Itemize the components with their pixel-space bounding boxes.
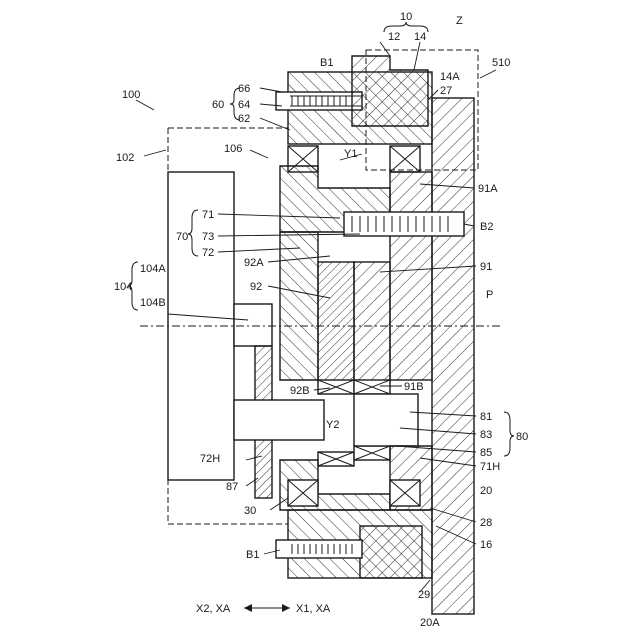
label-b1-top: B1 (320, 57, 333, 69)
bolt-b1-top (276, 92, 362, 110)
label-66: 66 (238, 83, 250, 95)
motor-shaft-104b (234, 304, 272, 346)
label-dir-right: X1, XA (296, 603, 331, 615)
label-b1-bottom: B1 (246, 549, 259, 561)
label-27: 27 (440, 85, 452, 97)
carrier-73 (390, 172, 432, 380)
carrier-72 (280, 232, 318, 380)
label-71: 71 (202, 209, 214, 221)
label-z: Z (456, 15, 463, 27)
label-92a: 92A (244, 257, 264, 269)
label-14: 14 (414, 31, 426, 43)
label-72h: 72H (200, 453, 220, 465)
bolt-b1-bottom (276, 540, 362, 558)
label-p: P (486, 289, 493, 301)
label-87: 87 (226, 481, 238, 493)
label-73: 73 (202, 231, 214, 243)
gear-92 (318, 262, 354, 382)
label-dir-left: X2, XA (196, 603, 231, 615)
label-83: 83 (480, 429, 492, 441)
label-20a: 20A (420, 617, 440, 629)
label-60: 60 (212, 99, 224, 111)
gear-91 (354, 262, 390, 382)
label-70: 70 (176, 231, 188, 243)
label-92: 92 (250, 281, 262, 293)
member-10 (352, 56, 428, 126)
label-12: 12 (388, 31, 400, 43)
label-71h: 71H (480, 461, 500, 473)
label-104b: 104B (140, 297, 166, 309)
label-16: 16 (480, 539, 492, 551)
label-28: 28 (480, 517, 492, 529)
label-14a: 14A (440, 71, 460, 83)
label-72: 72 (202, 247, 214, 259)
shaft-81 (354, 394, 418, 446)
label-y1: Y1 (344, 148, 357, 160)
label-62: 62 (238, 113, 250, 125)
label-104: 104 (114, 281, 132, 293)
brace-80 (504, 412, 514, 456)
label-10: 10 (400, 11, 412, 23)
label-b2: B2 (480, 221, 493, 233)
label-91: 91 (480, 261, 492, 273)
label-104a: 104A (140, 263, 166, 275)
label-64: 64 (238, 99, 250, 111)
label-91b: 91B (404, 381, 424, 393)
label-y2: Y2 (326, 419, 339, 431)
label-81: 81 (480, 411, 492, 423)
input-shaft (234, 400, 324, 440)
direction-arrow (244, 604, 290, 612)
bolt-b2 (344, 212, 464, 236)
label-100: 100 (122, 89, 140, 101)
label-91a: 91A (478, 183, 498, 195)
label-510: 510 (492, 57, 510, 69)
label-80: 80 (516, 431, 528, 443)
label-102: 102 (116, 152, 134, 164)
label-29: 29 (418, 589, 430, 601)
label-106: 106 (224, 143, 242, 155)
label-30: 30 (244, 505, 256, 517)
label-85: 85 (480, 447, 492, 459)
housing-bottom-right (360, 526, 422, 578)
base-plate-20 (432, 98, 474, 614)
label-92b: 92B (290, 385, 310, 397)
label-20: 20 (480, 485, 492, 497)
